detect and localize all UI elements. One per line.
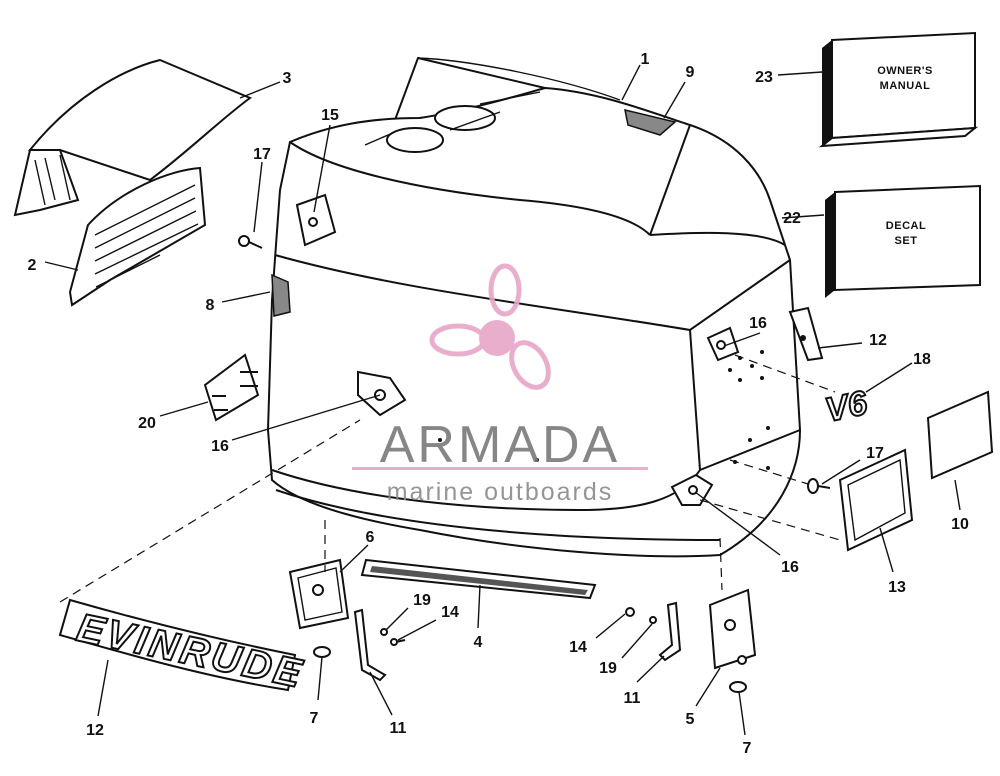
screw-14-a [390,638,406,646]
callout-18: 18 [913,351,931,368]
watermark-name: ARMADA [380,416,620,474]
callout-17-a: 17 [253,146,271,163]
propeller-logo-icon [429,263,551,390]
washer-19-a [380,628,388,636]
air-intake-grille-2 [68,166,207,307]
screw-17-a [238,235,263,249]
latch-plate-16-b [706,326,740,362]
callout-4: 4 [474,634,483,651]
name-plate-13 [838,448,914,552]
callout-23: 23 [755,69,773,86]
callout-7-b: 7 [743,740,752,757]
watermark-tagline: marine outboards [387,478,614,506]
v6-badge-18: V6 [821,383,873,431]
cowl-cover-3 [13,58,253,217]
latch-plate-15 [295,193,337,247]
trim-strip-4 [360,558,597,600]
callout-16-b: 16 [211,438,229,455]
callout-19-b: 19 [599,660,617,677]
screw-17-b [807,478,831,494]
callout-14-a: 14 [441,604,459,621]
decal-set-label-2: SET [895,235,918,247]
owners-manual-box: OWNER'S MANUAL [818,31,979,148]
callout-11-b: 11 [624,690,641,707]
decal-set-box: DECAL SET [825,184,981,298]
decal-set-label-1: DECAL [886,220,926,232]
armada-watermark: ARMADA marine outboards [352,263,648,506]
bracket-20 [203,353,260,422]
callout-6: 6 [366,529,375,546]
brand-name-text: EVINRUDE [73,606,308,697]
decal-plate-10 [926,390,994,480]
callout-16-c: 16 [781,559,799,576]
grommet-7-b [729,681,747,693]
hinge-bracket-6 [288,558,350,630]
callout-14-b: 14 [569,639,587,656]
hinge-bracket-5 [708,588,757,670]
callout-12-a: 12 [869,332,887,349]
screw-14-b [625,607,635,617]
callout-2: 2 [28,257,37,274]
callout-11-a: 11 [390,720,407,737]
callout-19-a: 19 [413,592,431,609]
callout-15: 15 [321,107,339,124]
callout-13: 13 [888,579,906,596]
callout-20: 20 [138,415,156,432]
callout-17-b: 17 [866,445,884,462]
callout-7-a: 7 [310,710,319,727]
bracket-11-a [353,608,387,682]
callout-8: 8 [206,297,215,314]
engine-cowl [266,56,802,558]
bracket-12 [788,306,824,362]
washer-19-b [649,616,657,624]
callout-12-b: 12 [86,722,104,739]
evinrude-badge-12: EVINRUDE [58,598,309,698]
owners-manual-label-2: MANUAL [880,80,931,92]
callout-3: 3 [283,70,292,87]
bracket-11-b [658,601,682,662]
grommet-7-a [313,646,331,658]
callout-9: 9 [686,64,695,81]
callout-22: 22 [783,210,801,227]
callout-5: 5 [686,711,695,728]
callout-10: 10 [951,516,969,533]
callout-16-a: 16 [749,315,767,332]
callout-1: 1 [641,51,650,68]
owners-manual-label-1: OWNER'S [877,65,933,77]
v6-badge-text: V6 [822,384,872,430]
